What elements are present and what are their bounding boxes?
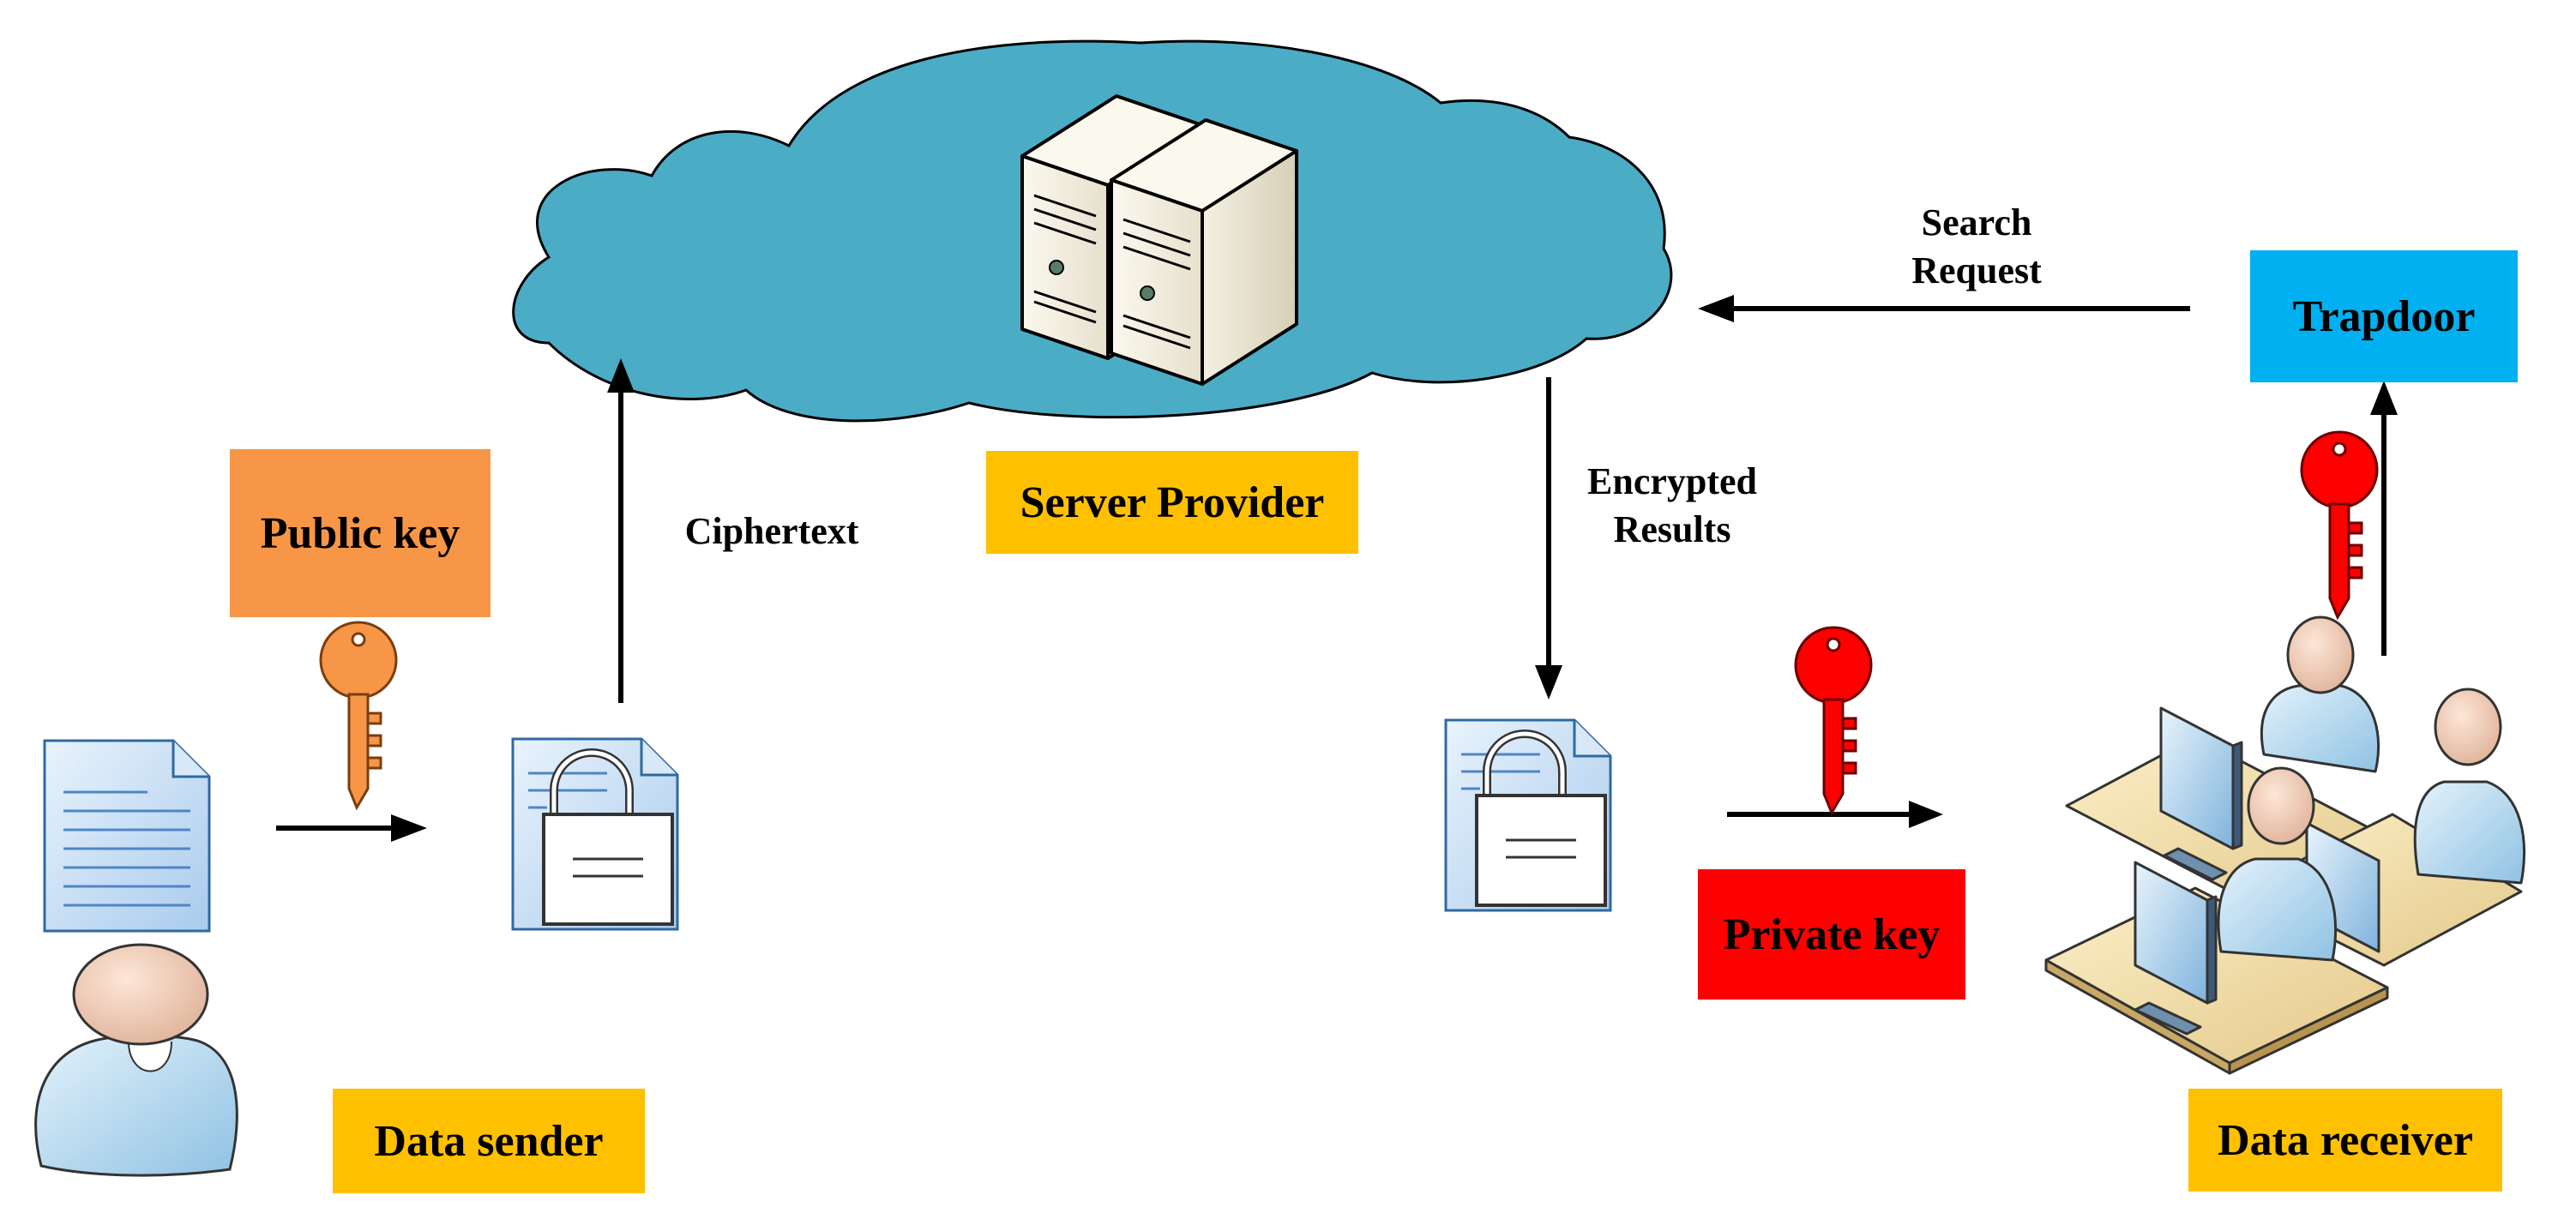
encrypted-results-line-2: Results [1613, 508, 1731, 550]
search-request-line-1: Search [1921, 201, 2032, 243]
encrypted-results-label: Encrypted Results [1561, 458, 1784, 554]
private-key-icon [1794, 626, 1873, 814]
server-icon [1020, 94, 1298, 386]
trapdoor-key-icon [2300, 430, 2379, 619]
user-icon [34, 943, 238, 1177]
document-icon [43, 739, 211, 933]
ciphertext-arrowhead [607, 358, 635, 393]
ciphertext-label: Ciphertext [684, 510, 859, 552]
workstation-group-icon [2044, 616, 2526, 1075]
encrypted-results-arrowhead [1535, 665, 1562, 700]
encrypt-arrowhead [391, 814, 427, 842]
locked-document-icon [1444, 718, 1612, 912]
encrypted-results-line-1: Encrypted [1587, 460, 1757, 502]
data-sender-box: Data sender [333, 1089, 645, 1193]
server-provider-box: Server Provider [986, 451, 1358, 554]
private-key-box: Private key [1698, 869, 1965, 1000]
public-key-icon [319, 621, 398, 809]
public-key-box: Public key [230, 449, 491, 617]
search-request-line-2: Request [1911, 249, 2042, 291]
trapdoor-box: Trapdoor [2250, 250, 2518, 382]
search-request-arrowhead [1698, 295, 1734, 322]
decrypt-arrowhead [1909, 801, 1943, 828]
search-request-label: Search Request [1869, 199, 2084, 295]
trapdoor-arrowhead [2370, 381, 2398, 415]
arrows [276, 295, 2398, 842]
locked-document-icon [511, 737, 679, 931]
data-receiver-box: Data receiver [2188, 1089, 2502, 1192]
